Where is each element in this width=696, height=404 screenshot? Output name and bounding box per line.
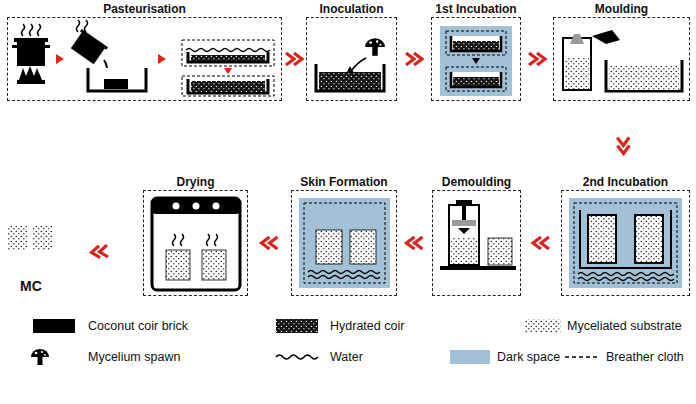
- flow-arrow: [397, 53, 431, 65]
- legend-label: Coconut coir brick: [88, 319, 188, 334]
- step-title: 1st Incubation: [402, 2, 550, 16]
- connector-path: [397, 243, 432, 244]
- legend-label: Dark space: [497, 350, 560, 365]
- product-label: MC: [6, 278, 56, 294]
- step-panel: 1st Incubation: [431, 17, 521, 101]
- arrow-chevron: [406, 53, 414, 65]
- flow-arrow: [617, 101, 629, 190]
- product-art: [8, 226, 52, 250]
- step-title: Skin Formation: [262, 175, 426, 189]
- connector-path: [282, 59, 306, 60]
- connector-path: [397, 59, 431, 60]
- arrow-chevron: [415, 237, 423, 249]
- connector-path: [521, 243, 561, 244]
- legend-swatch: [450, 350, 490, 364]
- flow-arrow: [56, 245, 143, 258]
- legend-label: Mycelium spawn: [88, 350, 180, 365]
- step-panel: Moulding: [553, 17, 690, 101]
- step-panel: Drying: [143, 190, 248, 296]
- step-panel: Pasteurisation: [7, 17, 282, 101]
- arrow-chevron: [529, 53, 537, 65]
- legend-swatch: [33, 319, 75, 333]
- arrow-chevron: [294, 53, 302, 65]
- step-panel: Inoculation: [306, 17, 397, 101]
- arrow-chevron: [407, 237, 415, 249]
- legend-label: Myceliated substrate: [567, 319, 682, 334]
- product-node: MC: [6, 222, 56, 294]
- moulding-art: [563, 30, 682, 91]
- step-title: Pasteurisation: [0, 2, 311, 16]
- arrow-chevron: [100, 245, 109, 257]
- skin-formation-art: [299, 198, 390, 288]
- legend-label: Breather cloth: [606, 350, 684, 365]
- arrow-chevron: [92, 246, 101, 258]
- step-title: 2nd Incubation: [532, 175, 696, 189]
- flow-arrow: [521, 237, 561, 249]
- inoculation-art: [316, 38, 385, 91]
- step-title: Drying: [114, 175, 277, 189]
- step-panel: Demoulding: [432, 190, 521, 296]
- legend-label: Water: [330, 350, 363, 365]
- step-title: Inoculation: [277, 2, 426, 16]
- arrow-chevron: [533, 237, 541, 249]
- step-title: Moulding: [524, 2, 696, 16]
- arrow-chevron: [537, 53, 545, 65]
- connector-path: [56, 248, 143, 256]
- arrow-chevron: [617, 145, 629, 153]
- arrow-chevron: [414, 53, 422, 65]
- drying-art: [152, 198, 240, 290]
- first-incubation-art: [440, 26, 512, 96]
- step-panel: Skin Formation: [291, 190, 397, 296]
- connector-path: [622, 101, 624, 190]
- legend-samples: [31, 319, 600, 365]
- demoulding-art: [440, 200, 516, 270]
- connector-path: [521, 59, 553, 60]
- step-title: Demoulding: [403, 175, 550, 189]
- second-incubation-art: [569, 198, 682, 288]
- legend-label: Hydrated coir: [330, 319, 404, 334]
- flow-arrow: [521, 53, 553, 65]
- arrow-chevron: [270, 237, 278, 249]
- arrow-chevron: [286, 53, 294, 65]
- flow-arrow: [282, 53, 306, 65]
- connector-path: [248, 243, 291, 244]
- arrow-chevron: [617, 137, 629, 145]
- flow-arrow: [397, 237, 432, 249]
- arrow-chevron: [262, 237, 270, 249]
- arrow-chevron: [541, 237, 549, 249]
- pasteurisation-art: [12, 20, 274, 96]
- flow-arrow: [248, 237, 291, 249]
- step-panel: 2nd Incubation: [561, 190, 690, 296]
